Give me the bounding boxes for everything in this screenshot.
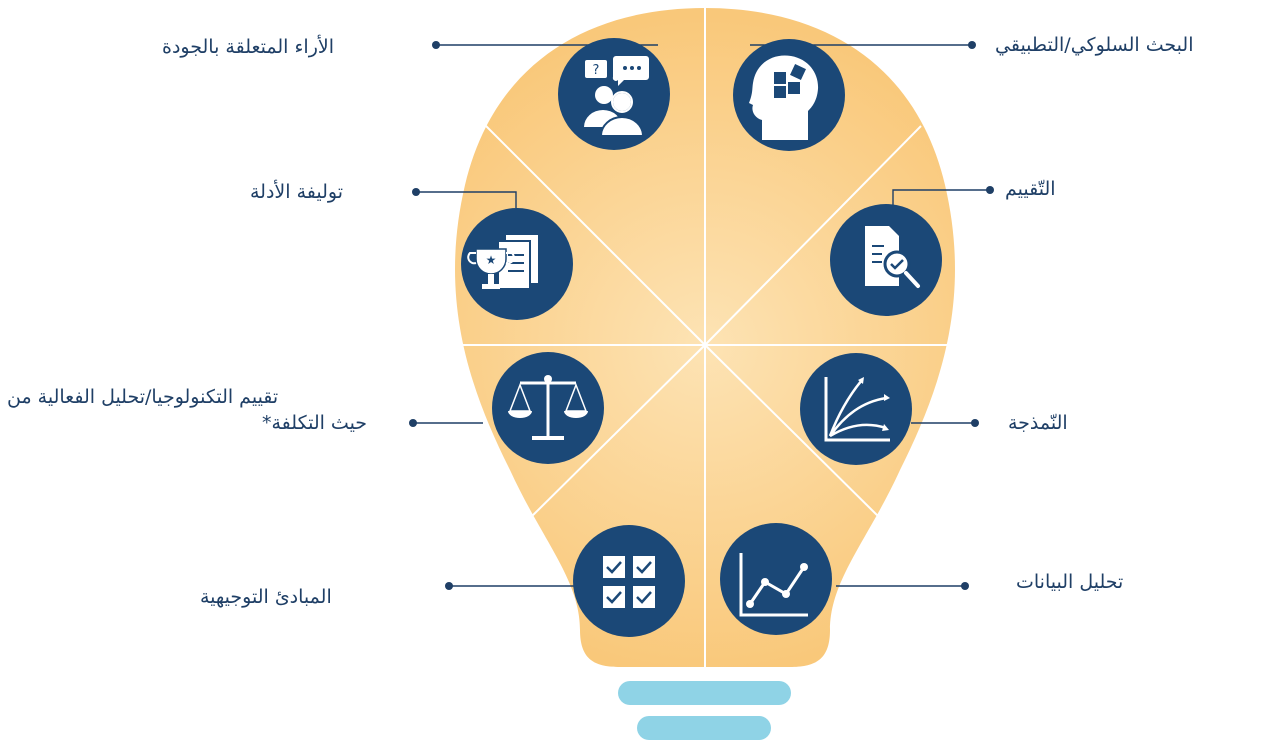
line-chart-icon bbox=[720, 523, 832, 635]
label-hta-line1: تقييم التكنولوجيا/تحليل الفعالية من bbox=[7, 386, 279, 408]
bulb-base-bottom bbox=[637, 716, 771, 740]
label-evidence-synthesis: توليفة الأدلة bbox=[250, 181, 344, 203]
label-data-analysis: تحليل البيانات bbox=[1016, 571, 1124, 593]
scales-icon bbox=[492, 352, 604, 464]
svg-text:?: ? bbox=[593, 63, 600, 78]
document-magnifier-icon bbox=[830, 204, 942, 316]
label-quality-opinions: الأراء المتعلقة بالجودة bbox=[162, 36, 334, 58]
label-guidelines: المبادئ التوجيهية bbox=[200, 586, 332, 608]
bulb-base-top bbox=[618, 681, 791, 705]
people-chat-icon: ? bbox=[558, 38, 670, 150]
head-puzzle-icon bbox=[733, 39, 845, 151]
segment-dividers bbox=[450, 8, 950, 667]
curves-chart-icon bbox=[800, 353, 912, 465]
trophy-documents-icon: ★ bbox=[461, 208, 573, 320]
svg-text:★: ★ bbox=[486, 253, 497, 267]
connector-dots bbox=[409, 41, 994, 590]
label-modelling: النّمذجة bbox=[1008, 412, 1068, 434]
label-evaluation: التّقييم bbox=[1005, 178, 1056, 200]
label-hta-line2: حيث التكلفة* bbox=[262, 412, 368, 434]
label-behavioral-research: البحث السلوكي/التطبيقي bbox=[995, 34, 1194, 56]
checklist-icon bbox=[573, 525, 685, 637]
